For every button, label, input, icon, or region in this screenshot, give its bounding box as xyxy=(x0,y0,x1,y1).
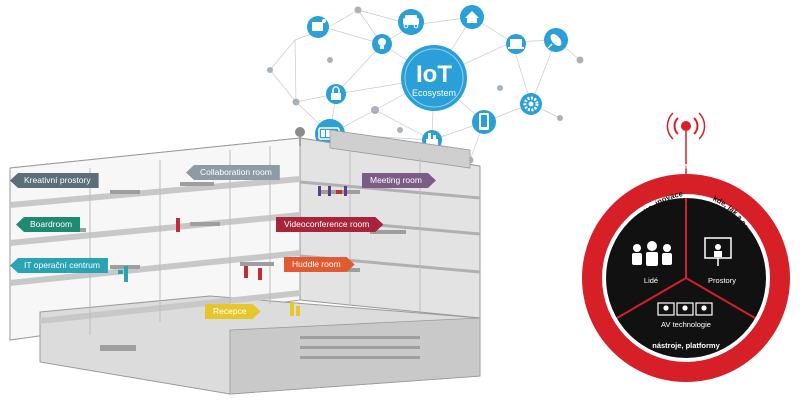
home-icon xyxy=(460,5,484,29)
rooftop-antenna xyxy=(295,127,305,146)
tablet-icon xyxy=(472,110,496,134)
segment-av-label: AV technologie xyxy=(661,320,711,329)
room-tag-meeting-room: Meeting room xyxy=(362,173,436,188)
lock-icon xyxy=(326,84,346,104)
iot-subtitle: Ecosystem xyxy=(412,88,456,98)
segment-spaces-label: Prostory xyxy=(708,276,736,285)
videoconference-icon xyxy=(657,302,713,316)
room-tag-label: IT operační centrum xyxy=(24,260,100,270)
room-tag-recepce: Recepce xyxy=(205,304,261,319)
room-tag-label: Kreativní prostory xyxy=(24,175,91,185)
iot-title: IoT xyxy=(416,61,452,88)
room-tag-huddle-room: Huddle room xyxy=(284,257,355,272)
room-tag-label: Boardroom xyxy=(30,219,73,229)
room-tag-collaboration-room: Collaboration room xyxy=(186,165,280,180)
iot-ecosystem-badge: IoT Ecosystem xyxy=(401,45,467,111)
laptop-icon xyxy=(506,34,526,54)
room-tag-videoconference-room: Videoconference room xyxy=(276,217,383,232)
solar-panel-icon xyxy=(307,16,329,38)
room-tag-label: Videoconference room xyxy=(284,219,370,229)
room-tag-kreativni-prostory: Kreativní prostory xyxy=(10,173,99,188)
room-tag-label: Recepce xyxy=(213,306,247,316)
wheel-diagram: Lidé Prostory AV technologie spolupráce … xyxy=(582,161,790,403)
room-tag-label: Huddle room xyxy=(292,259,341,269)
broadcast-icon xyxy=(666,112,706,176)
wheel-inner-bottom-text: nástroje, platformy xyxy=(652,341,720,350)
gear-icon xyxy=(520,93,542,115)
people-icon xyxy=(632,241,672,266)
room-tag-label: Collaboration room xyxy=(200,167,272,177)
satellite-icon xyxy=(544,28,568,52)
room-tag-boardroom: Boardroom xyxy=(16,217,81,232)
room-tag-label: Meeting room xyxy=(370,175,422,185)
room-tag-it-operacni-centrum: IT operační centrum xyxy=(10,258,108,273)
segment-people-label: Lidé xyxy=(644,276,658,285)
lightbulb-icon xyxy=(372,34,392,54)
presentation-icon xyxy=(704,237,732,266)
car-icon xyxy=(398,9,424,35)
